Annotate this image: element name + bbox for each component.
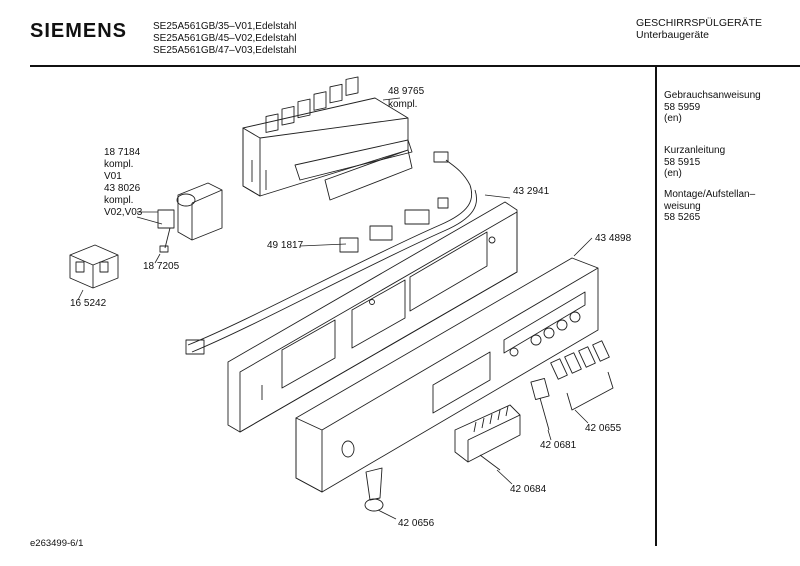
category-block: GESCHIRRSPÜLGERÄTE Unterbaugeräte <box>636 17 762 41</box>
part-label-438026-code: 43 8026 <box>104 183 141 194</box>
knob-drawing <box>364 467 384 512</box>
sensor-assembly-drawing <box>157 182 223 253</box>
document-title: Kurzanleitung <box>664 145 726 156</box>
part-label-187184-note: kompl. <box>104 159 133 170</box>
part-label-438026-variant: V02,V03 <box>104 207 143 218</box>
document-number: 58 5265 <box>664 212 701 223</box>
category-subtitle: Unterbaugeräte <box>636 29 709 41</box>
brand-logo: SIEMENS <box>30 20 128 42</box>
document-gebrauchsanweisung: Gebrauchsanweisung 58 5959 (en) <box>664 90 761 125</box>
drawing-code: e263499-6/1 <box>30 538 84 549</box>
relay-block-drawing <box>69 244 119 289</box>
header-divider <box>30 65 800 67</box>
document-title-cont: weisung <box>664 200 701 212</box>
document-kurzanleitung: Kurzanleitung 58 5915 (en) <box>664 145 725 180</box>
part-label-434898: 43 4898 <box>595 233 632 244</box>
sidebar-divider <box>655 66 657 546</box>
category-title: GESCHIRRSPÜLGERÄTE <box>636 17 763 29</box>
push-buttons-drawing <box>550 340 614 411</box>
lamp-lens-drawing <box>530 378 550 431</box>
document-number: 58 5959 <box>664 101 701 113</box>
wiring-harness-drawing <box>185 151 477 355</box>
part-label-420655: 42 0655 <box>585 423 622 434</box>
door-handle-drawing <box>454 404 521 471</box>
part-label-420656: 42 0656 <box>398 518 435 529</box>
document-number: 58 5915 <box>664 156 701 168</box>
part-labels: 48 9765 kompl. 18 7184 kompl. V01 43 802… <box>70 86 632 529</box>
leader-lines <box>77 97 593 520</box>
model-line: SE25A561GB/45–V02,Edelstahl <box>153 33 297 44</box>
model-line: SE25A561GB/35–V01,Edelstahl <box>153 21 297 32</box>
document-title: Gebrauchsanweisung <box>664 90 761 101</box>
part-label-187205: 18 7205 <box>143 261 180 272</box>
part-label-438026-note: kompl. <box>104 195 133 206</box>
inner-frame-drawing <box>227 201 518 433</box>
part-label-187184-code: 18 7184 <box>104 147 141 158</box>
front-panel-drawing <box>295 257 599 493</box>
model-line: SE25A561GB/47–V03,Edelstahl <box>153 45 297 56</box>
part-label-420684: 42 0684 <box>510 484 547 495</box>
part-label-489765-note: kompl. <box>388 99 417 110</box>
part-label-491817: 49 1817 <box>267 240 304 251</box>
document-montageanleitung: Montage/Aufstellan– weisung 58 5265 <box>664 189 755 224</box>
model-list: SE25A561GB/35–V01,Edelstahl SE25A561GB/4… <box>153 21 296 57</box>
document-title: Montage/Aufstellan– <box>664 189 756 200</box>
part-label-489765-code: 48 9765 <box>388 86 425 97</box>
document-language: (en) <box>664 113 682 124</box>
document-language: (en) <box>664 168 682 179</box>
part-label-420681: 42 0681 <box>540 440 577 451</box>
part-label-165242: 16 5242 <box>70 298 107 309</box>
part-label-432941: 43 2941 <box>513 186 550 197</box>
part-label-187184-variant: V01 <box>104 171 122 182</box>
control-module-drawing <box>242 76 413 201</box>
